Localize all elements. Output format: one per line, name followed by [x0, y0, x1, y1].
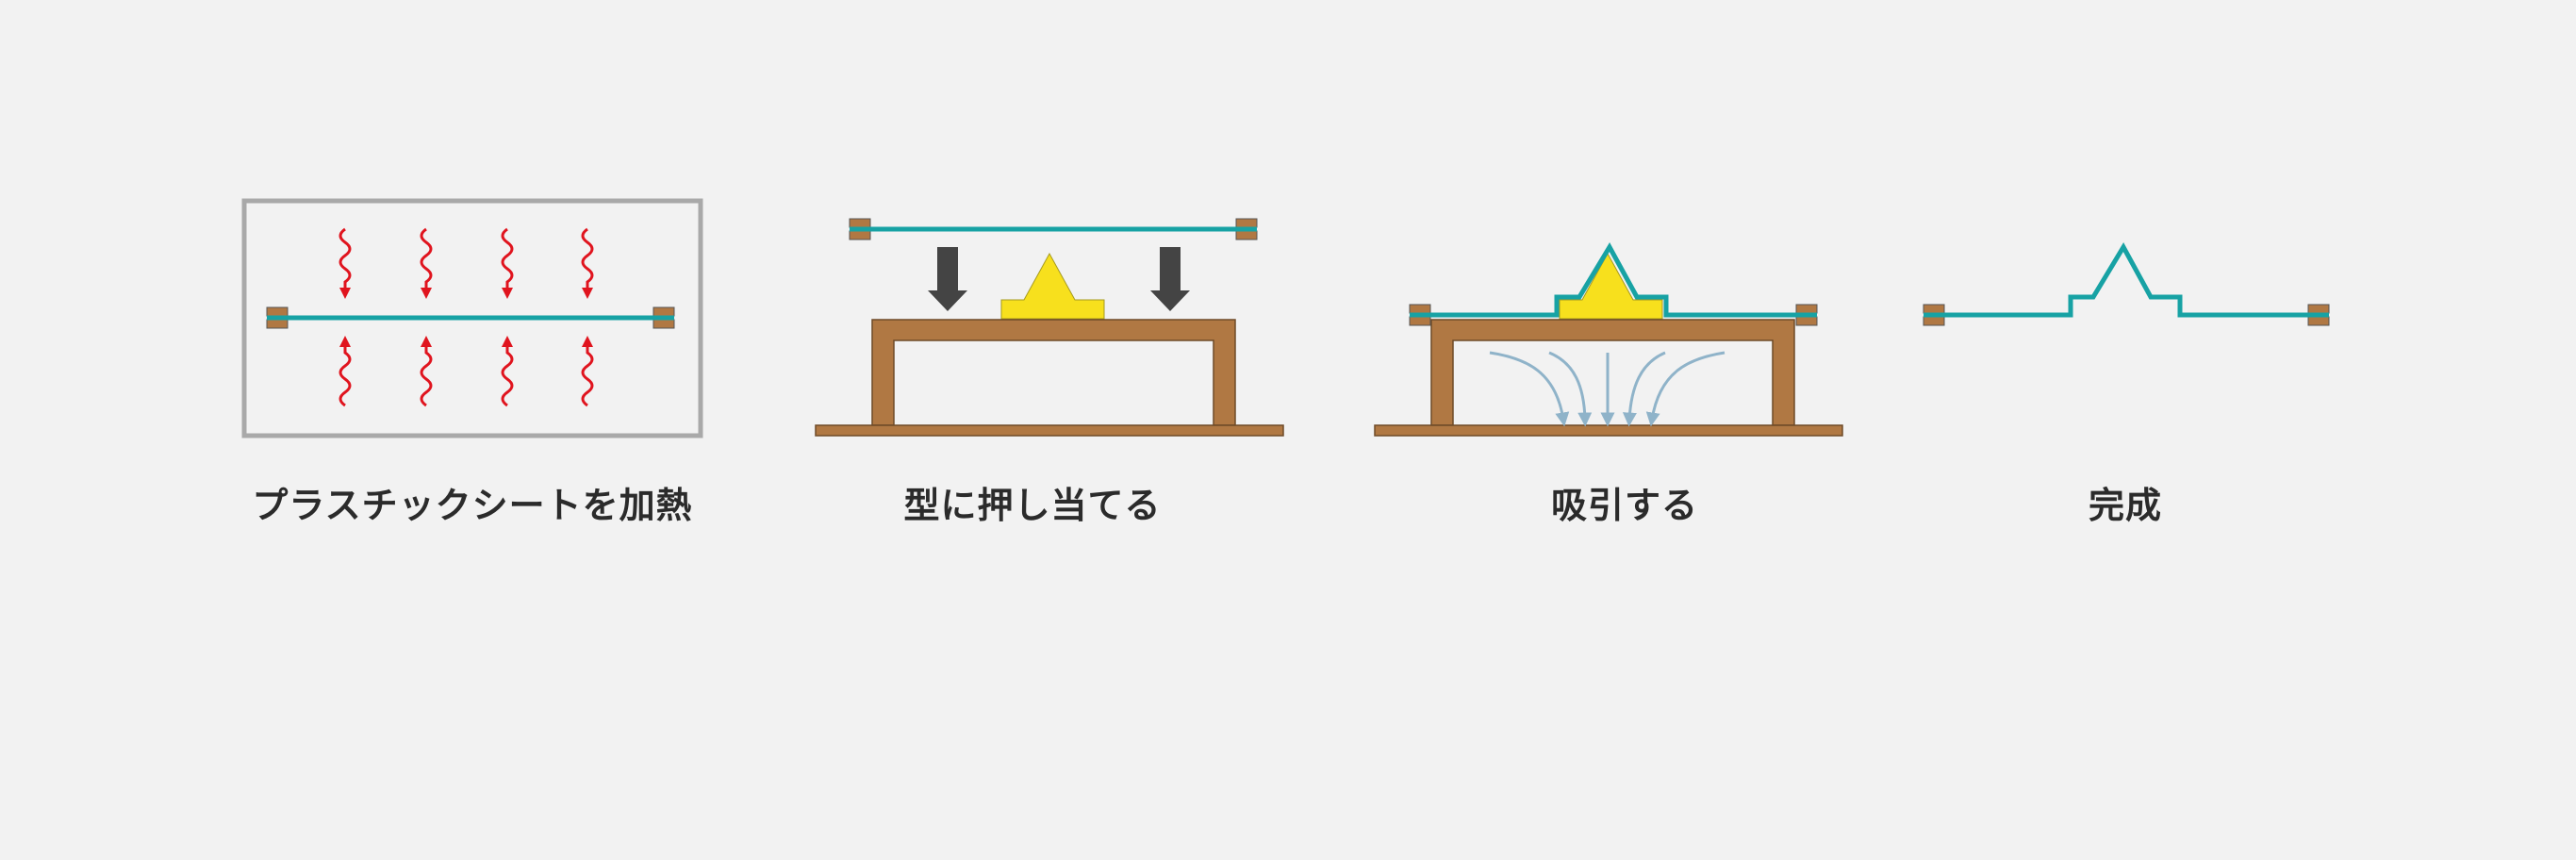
heat-wave-arrow [420, 336, 433, 407]
heat-wave-arrow [339, 227, 352, 299]
step-suction-illustration [1374, 241, 1843, 437]
step-heat-illustration [241, 198, 703, 438]
suction-arrow [1645, 351, 1726, 427]
floor-base [815, 424, 1284, 437]
mold-shape [1559, 252, 1663, 320]
finished-sheet [1924, 241, 2329, 318]
step-1-caption: プラスチックシートを加熱 [252, 485, 693, 526]
press-down-arrow [928, 247, 967, 311]
mold-shape [1000, 252, 1105, 320]
heat-arrows-top [339, 227, 594, 299]
mold-table [1430, 319, 1795, 426]
heat-wave-arrow [501, 227, 514, 299]
suction-arrow [1622, 351, 1666, 427]
step-press-illustration [815, 218, 1284, 437]
heat-arrows-bottom [339, 336, 594, 407]
floor-base [1374, 424, 1843, 437]
plastic-sheet-formed [1410, 241, 1817, 318]
step-3-caption: 吸引する [1550, 485, 1698, 526]
step-2-caption: 型に押し当てる [903, 485, 1162, 526]
suction-arrow [1489, 351, 1570, 427]
step-finished-illustration [1923, 241, 2330, 326]
heat-wave-arrow [420, 227, 433, 299]
heat-wave-arrow [501, 336, 514, 407]
press-down-arrow [1150, 247, 1190, 311]
suction-arrows [1489, 351, 1726, 427]
oven-frame [241, 198, 703, 438]
mold-table [871, 319, 1236, 426]
heat-wave-arrow [339, 336, 352, 407]
step-4-caption: 完成 [2088, 485, 2162, 526]
heat-wave-arrow [581, 336, 594, 407]
suction-arrow [1548, 351, 1593, 427]
heat-wave-arrow [581, 227, 594, 299]
